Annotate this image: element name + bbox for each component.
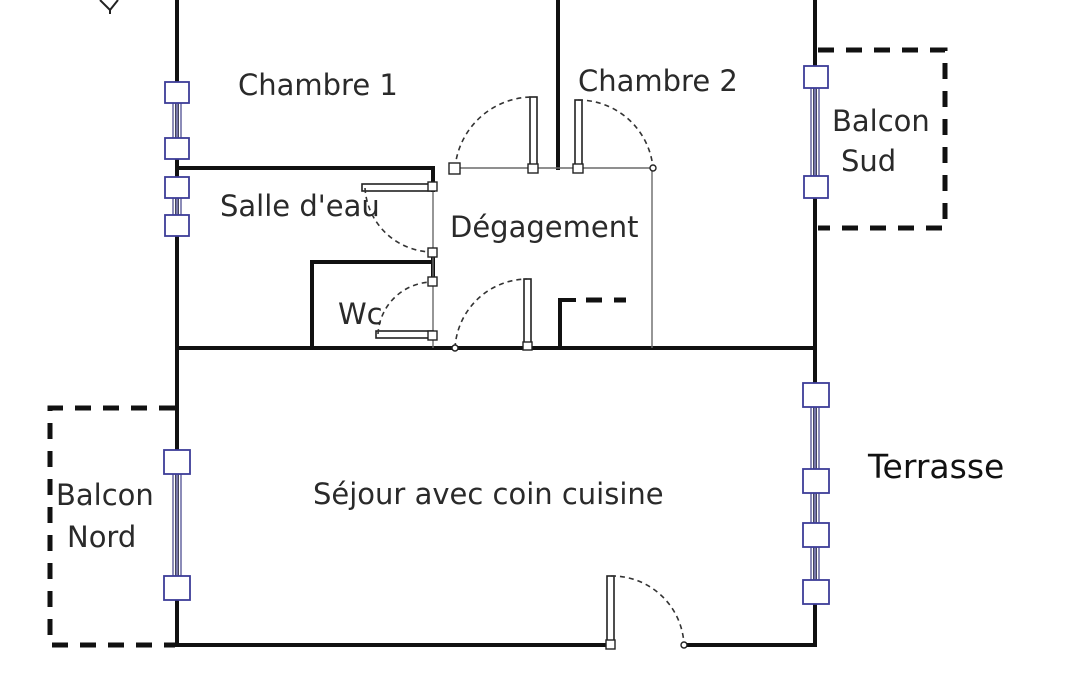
- room-label-sejour: Séjour avec coin cuisine: [313, 477, 664, 511]
- door-salle-deau: [361, 181, 438, 258]
- room-label-wc: Wc: [338, 297, 383, 331]
- label-balcon-sud-line2: Sud: [841, 144, 896, 178]
- door-chambre1: [448, 96, 539, 175]
- room-label-salle-deau: Salle d'eau: [220, 189, 380, 223]
- room-label-degagement: Dégagement: [450, 210, 638, 244]
- label-terrasse: Terrasse: [867, 447, 1004, 486]
- cropped-mark: [99, 0, 119, 14]
- window-chambre1: [164, 81, 190, 160]
- window-chambre2: [803, 65, 829, 199]
- window-salle-deau: [164, 176, 190, 237]
- door-entrance: [605, 575, 688, 650]
- label-balcon-nord-line2: Nord: [67, 520, 136, 554]
- windows: [163, 65, 830, 605]
- label-balcon-nord-line1: Balcon: [56, 478, 154, 512]
- balcon-sud-outline: [818, 47, 948, 231]
- balcon-nord-outline: [47, 405, 175, 648]
- door-chambre2: [572, 99, 657, 174]
- room-label-chambre2: Chambre 2: [578, 64, 738, 98]
- doors: [361, 96, 688, 650]
- room-label-chambre1: Chambre 1: [238, 68, 398, 102]
- thin-partitions: [432, 167, 653, 348]
- door-wc: [375, 276, 438, 341]
- window-sejour-west: [163, 449, 191, 601]
- window-sejour-east: [802, 382, 830, 605]
- label-balcon-sud-line1: Balcon: [832, 104, 930, 138]
- door-sejour: [451, 278, 533, 352]
